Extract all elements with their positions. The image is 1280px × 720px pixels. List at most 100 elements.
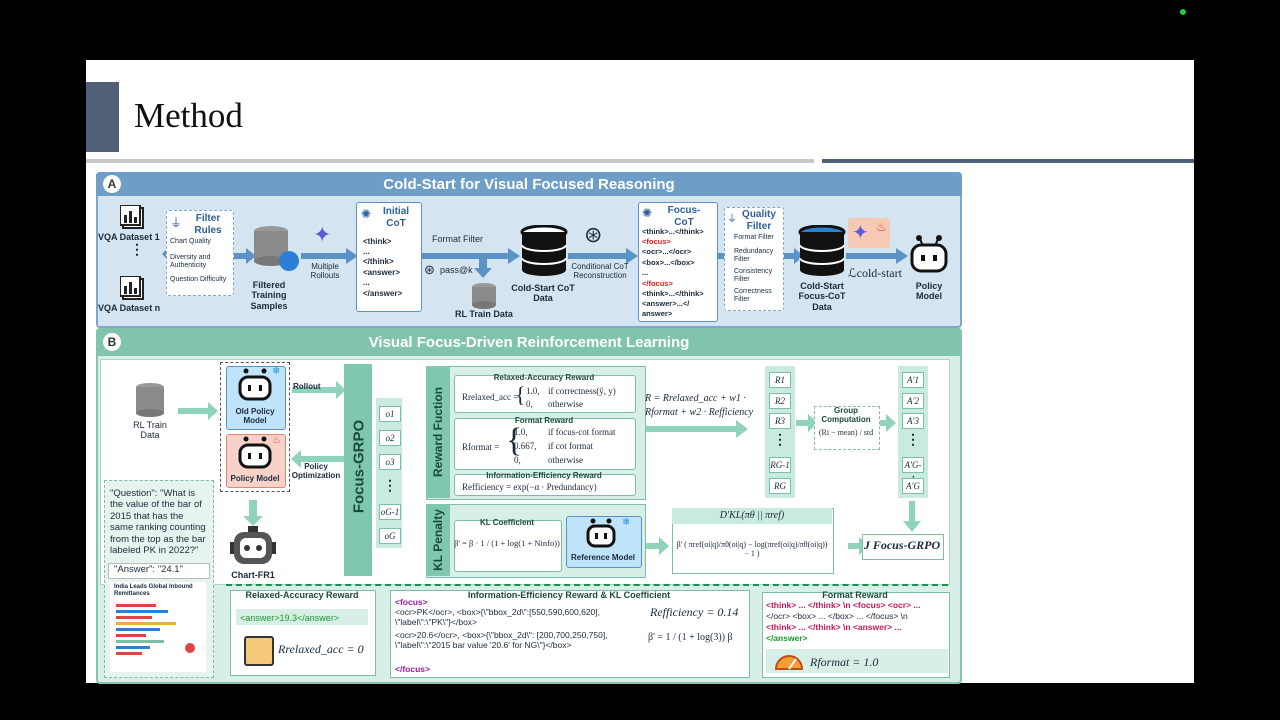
- ex-info-eff: Refficiency = 0.14: [650, 605, 739, 619]
- ex-format-title: Format Reward: [822, 590, 888, 600]
- kl-divergence-formula: β' ( πref(oi|q)/πθ(oi|q) − log(πref(oi|q…: [676, 540, 828, 558]
- objective-box: [862, 534, 944, 560]
- slide-title: Method: [134, 96, 243, 135]
- robot-icon: [586, 518, 616, 548]
- title-accent-bar: [86, 82, 119, 152]
- panel-b-header: [96, 328, 962, 356]
- database-icon: [136, 383, 164, 417]
- rewards-column: [765, 366, 795, 498]
- reference-model-label: Reference Model: [570, 553, 636, 562]
- rl-train-data-label: RL Train Data: [455, 309, 513, 319]
- dataset-n-label: VQA Dataset n: [98, 303, 161, 313]
- dataset-chart-icon: [119, 204, 146, 231]
- focus-cot-box: [638, 202, 718, 322]
- relaxed-reward-title: Relaxed-Accuracy Reward: [493, 373, 595, 382]
- loss-label: ℒcold-start: [848, 266, 902, 280]
- focus-cot-line: ...: [642, 268, 649, 277]
- examples-divider: [226, 584, 948, 588]
- reward-item: R3: [769, 413, 791, 429]
- group-computation-title: Group Computation: [821, 406, 871, 425]
- snowflake-icon: ❄: [622, 517, 631, 528]
- ex-info-line: <focus>: [395, 597, 428, 607]
- database-icon: [520, 225, 568, 276]
- chart-fr1-label: Chart-FR1: [231, 570, 275, 580]
- focus-grpo-label: Focus-GRPO: [350, 419, 368, 514]
- case-condition: otherwise: [548, 455, 583, 465]
- initial-cot-box: [356, 202, 422, 312]
- answer-box: [108, 563, 210, 579]
- panel-b-arrows: [178, 381, 921, 555]
- funnel-icon: ⏚: [727, 214, 737, 225]
- filter-rule-item: Diversity and Authenticity: [170, 254, 211, 270]
- case-value: 1.0,: [514, 427, 528, 437]
- outputs-column: [376, 398, 402, 548]
- focus-cot-line: <think>...</think>: [642, 289, 704, 298]
- gauge-icon: [774, 655, 804, 670]
- filtered-samples-label: Filtered Training Samples: [250, 280, 288, 311]
- output-item: o1: [379, 406, 401, 422]
- conditional-cot-label: Conditional CoT Reconstruction: [571, 262, 629, 281]
- brain-icon: ✺: [642, 206, 653, 220]
- dataset-ellipsis: ⋮: [130, 241, 144, 257]
- cot-line: <answer>: [363, 268, 400, 277]
- initial-cot-title: Initial CoT: [382, 206, 410, 229]
- old-policy-label: Old Policy Model: [235, 407, 275, 426]
- robot-icon: [238, 436, 272, 469]
- filter-rule-item: Chart Quality: [170, 238, 211, 245]
- dataset-1-label: VQA Dataset 1: [98, 232, 160, 242]
- openai-icon: ⊛: [584, 222, 603, 247]
- brace-symbol: {: [515, 382, 526, 407]
- panel-b-label: B: [103, 333, 121, 351]
- format-reward-lhs: Rformat =: [462, 442, 500, 452]
- kl-coeff-title: KL Coefficient: [479, 518, 535, 527]
- dataset-chart-icon: [119, 275, 146, 302]
- focus-cot-line: <think>...</think>: [642, 227, 704, 236]
- ex-relaxed-result: Rrelaxed_acc = 0: [278, 642, 364, 656]
- panel-a-header: [96, 172, 962, 196]
- reward-ellipsis: ⋮: [773, 431, 787, 447]
- calculator-icon: [244, 636, 274, 666]
- multiple-rollouts-label: Multiple Rollouts: [310, 262, 340, 281]
- ex-format-line: </ocr> <box> ... </box> ... </focus> \n: [766, 611, 908, 621]
- group-computation-box: [814, 406, 880, 450]
- ex-format-line: <think> ... </think> \n <focus> <ocr> ..…: [766, 600, 921, 610]
- panel-a-label: A: [103, 175, 121, 193]
- case-value: 0,: [514, 455, 521, 465]
- filter-rules-title: Filter Rules: [194, 213, 222, 236]
- advantage-item: A'3: [902, 413, 924, 429]
- reward-function-bar: [426, 366, 450, 498]
- reward-item: RG-1: [769, 457, 791, 473]
- policy-model-label: Policy Model: [915, 281, 943, 302]
- robot-icon: [910, 235, 948, 273]
- quality-filter-item: Format Filter: [734, 234, 774, 241]
- database-icon: [798, 225, 846, 276]
- panel-a-title: Cold-Start for Visual Focused Reasoning: [383, 176, 675, 193]
- focus-cot-line: <focus>: [642, 237, 671, 246]
- case-condition: if focus-cot format: [548, 427, 616, 437]
- ex-format-line: <think> ... </think> \n <answer> ...: [766, 622, 902, 632]
- robot-icon: [230, 526, 276, 564]
- model-update-icon: ✦ ♨: [848, 218, 890, 248]
- cot-line: </answer>: [363, 289, 403, 298]
- title-divider-gray: [86, 159, 814, 163]
- flame-icon: ♨: [272, 435, 281, 446]
- ex-format-line: </answer>: [766, 633, 808, 643]
- pass-at-k-label: pass@k: [440, 265, 473, 275]
- case-condition: otherwise: [548, 399, 583, 409]
- policy-opt-label: Policy Optimization: [291, 462, 341, 481]
- quality-filter-box: [724, 207, 784, 311]
- reward-item: RG: [769, 478, 791, 494]
- advantage-ellipsis: ⋮: [906, 431, 920, 447]
- advantage-item: A'1: [902, 372, 924, 388]
- quality-filter-item: Consistency Filter: [734, 268, 773, 284]
- total-reward-formula: R = Rrelaxed_acc + w1 · Rformat + w2 · R…: [645, 393, 754, 418]
- case-condition: if cot format: [548, 441, 593, 451]
- info-reward-formula: Refficiency = exp(−α · Predundancy): [462, 482, 597, 492]
- focus-cot-line: </focus>: [642, 279, 673, 288]
- cot-line: ...: [363, 247, 370, 256]
- cold-start-cot-label: Cold-Start CoT Data: [511, 283, 575, 304]
- relaxed-reward-lhs: Rrelaxed_acc =: [462, 392, 519, 402]
- focus-cot-line: answer>: [642, 309, 673, 318]
- ex-info-line: </focus>: [395, 664, 430, 674]
- output-item: oG: [379, 528, 401, 544]
